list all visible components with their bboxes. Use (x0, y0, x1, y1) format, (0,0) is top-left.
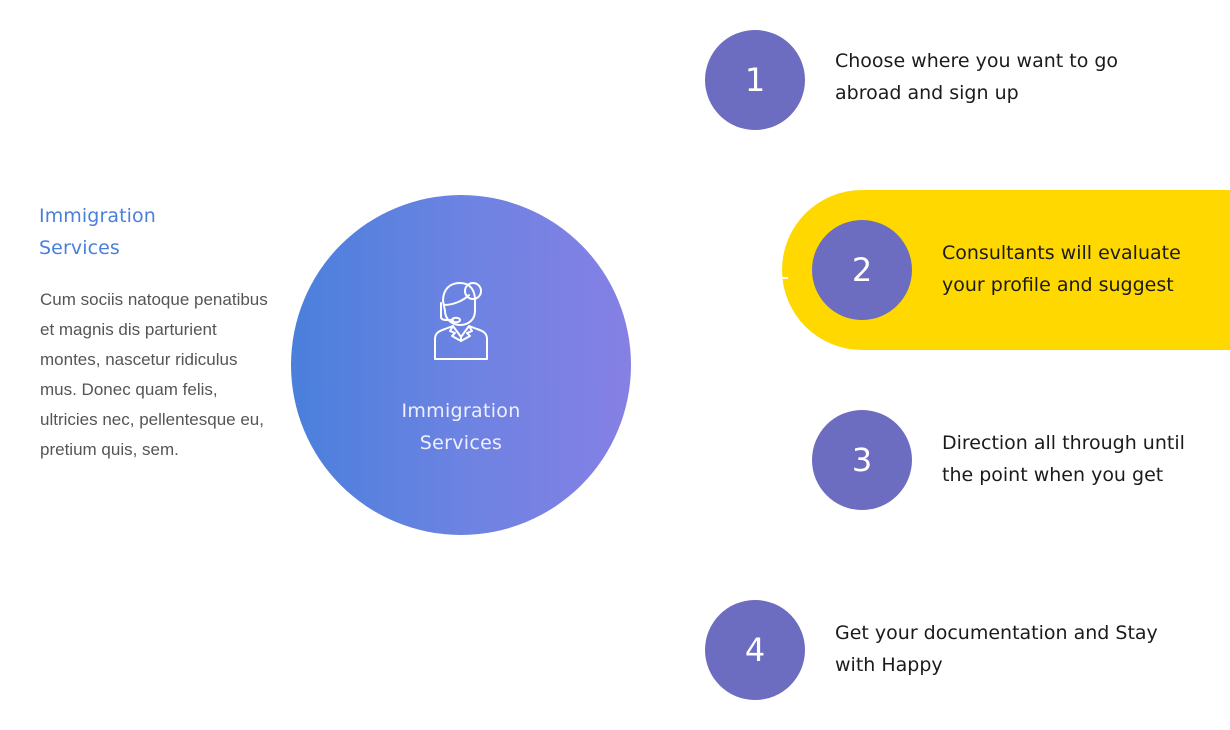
intro-title: Immigration Services (39, 200, 239, 264)
highlight-notch (782, 277, 788, 279)
step-line: abroad and sign up (835, 82, 1019, 104)
step-description: Consultants will evaluate your profile a… (942, 237, 1230, 301)
intro-description: Cum sociis natoque penatibus et magnis d… (40, 290, 268, 459)
step-line: Choose where you want to go (835, 50, 1119, 72)
step-line: your profile and suggest (942, 274, 1174, 296)
intro-title-line-2: Services (39, 237, 120, 259)
step-number-badge: 4 (705, 600, 805, 700)
support-agent-headset-icon (434, 282, 488, 360)
step-line: Consultants will evaluate (942, 242, 1181, 264)
step-description: Get your documentation and Stay with Hap… (835, 617, 1205, 681)
step-description: Choose where you want to go abroad and s… (835, 45, 1205, 109)
step-description: Direction all through until the point wh… (942, 427, 1230, 491)
hub-label-line-2: Services (419, 432, 503, 454)
step-line: with Happy (835, 654, 943, 676)
hub-label: Immigration Services (291, 395, 631, 459)
hub-label-line-1: Immigration (401, 400, 521, 422)
intro-title-line-1: Immigration (39, 205, 156, 227)
step-number-badge: 1 (705, 30, 805, 130)
step-number-badge: 2 (812, 220, 912, 320)
hub-circle: Immigration Services (291, 195, 631, 535)
step-number-badge: 3 (812, 410, 912, 510)
step-line: Get your documentation and Stay (835, 622, 1158, 644)
step-line: the point when you get (942, 464, 1164, 486)
step-line: Direction all through until (942, 432, 1185, 454)
